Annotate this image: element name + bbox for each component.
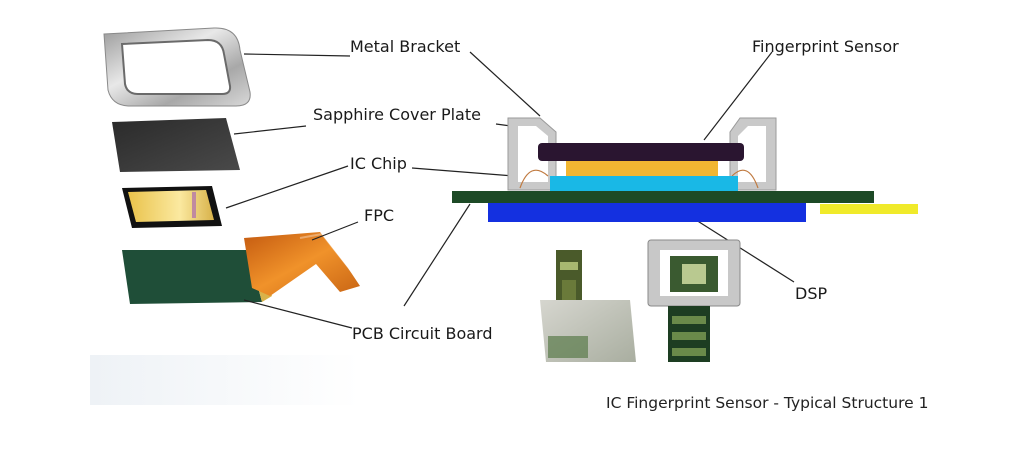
label-sapphire-cover-plate: Sapphire Cover Plate	[313, 105, 481, 124]
diagram-caption: IC Fingerprint Sensor - Typical Structur…	[606, 394, 929, 412]
pcb-board-part	[122, 250, 262, 304]
adhesive-layer	[566, 161, 718, 176]
sapphire-cover-plate-part	[112, 118, 240, 172]
fpc-part	[244, 232, 360, 296]
leader-metal-bracket	[243, 53, 351, 57]
label-fingerprint-sensor: Fingerprint Sensor	[752, 37, 899, 56]
leader-pcb-cross	[403, 203, 471, 307]
label-dsp: DSP	[795, 284, 828, 303]
cross-section	[452, 117, 918, 222]
label-metal-bracket: Metal Bracket	[350, 37, 461, 56]
dsp-layer	[488, 203, 806, 222]
leader-ic-chip	[225, 165, 349, 209]
ic-chip-part	[122, 186, 222, 228]
label-ic-chip: IC Chip	[350, 154, 407, 173]
flex-connector-layer	[820, 204, 918, 214]
leader-ic-cross	[411, 167, 515, 177]
leader-pcb	[243, 299, 353, 329]
pcb-layer	[452, 191, 874, 203]
leader-dsp	[695, 219, 795, 283]
leader-fingerprint-sensor	[703, 51, 773, 141]
background-smudge	[90, 355, 360, 405]
module-photo-right	[647, 239, 741, 362]
leader-fpc	[311, 221, 359, 241]
ic-chip-layer	[550, 176, 738, 192]
leader-bracket-cross	[469, 51, 541, 117]
label-fpc: FPC	[364, 206, 395, 225]
leader-sapphire	[233, 125, 307, 135]
metal-bracket-part	[103, 27, 251, 107]
fingerprint-sensor-layer	[538, 143, 744, 161]
label-pcb-circuit-board: PCB Circuit Board	[352, 324, 493, 343]
leader-lines	[225, 51, 795, 329]
module-photo-left	[540, 250, 636, 362]
